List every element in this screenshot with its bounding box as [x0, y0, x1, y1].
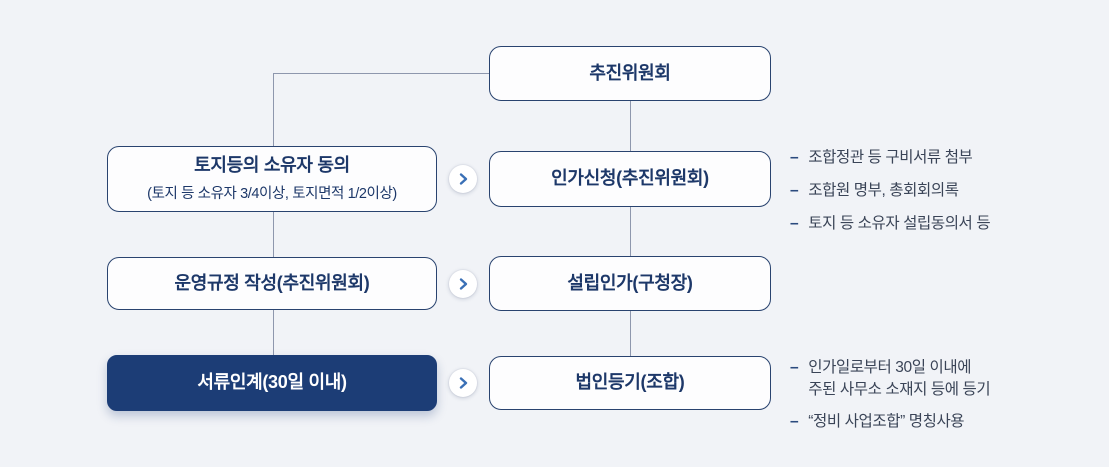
- flow-box-label: 추진위원회: [589, 62, 671, 83]
- connector-top-to-center-row1: [630, 101, 631, 151]
- step-arrow-circle: [449, 165, 477, 193]
- flow-box-label: 운영규정 작성(추진위원회): [174, 272, 370, 293]
- connector-center-row1-row2: [630, 207, 631, 256]
- flow-box-label: 설립인가(구청장): [567, 272, 693, 293]
- note-text: 조합원 명부, 총회회의록: [808, 182, 959, 199]
- note-text: 토지 등 소유자 설립동의서 등: [808, 215, 991, 232]
- connector-left-row1-row2: [273, 212, 274, 257]
- flow-box-promotion-committee: 추진위원회: [489, 46, 771, 101]
- step-arrow-circle: [449, 369, 477, 397]
- chevron-right-icon: [459, 173, 468, 185]
- flow-box-landowner-consent: 토지등의 소유자 동의 (토지 등 소유자 3/4이상, 토지면적 1/2이상): [107, 146, 437, 212]
- connector-left-column-drop: [273, 73, 274, 146]
- note-text: “정비 사업조합” 명칭사용: [808, 413, 965, 430]
- note-item: – “정비 사업조합” 명칭사용: [790, 411, 990, 433]
- flow-box-establishment-approval: 설립인가(구청장): [489, 256, 771, 311]
- flow-box-sublabel: (토지 등 소유자 3/4이상, 토지면적 1/2이상): [147, 185, 397, 202]
- flow-box-label: 서류인계(30일 이내): [197, 372, 347, 393]
- dash-bullet: –: [790, 413, 799, 430]
- note-text: 인가일로부터 30일 이내에: [808, 359, 972, 376]
- flow-box-document-handover: 서류인계(30일 이내): [107, 355, 437, 411]
- note-item: – 조합정관 등 구비서류 첨부: [790, 147, 990, 168]
- connector-center-row2-row3: [630, 311, 631, 356]
- note-item: – 인가일로부터 30일 이내에 주된 사무소 소재지 등에 등기: [790, 357, 991, 401]
- flow-box-operating-rules: 운영규정 작성(추진위원회): [107, 257, 437, 310]
- chevron-right-icon: [459, 278, 468, 290]
- dash-bullet: –: [790, 359, 799, 376]
- chevron-right-icon: [459, 377, 468, 389]
- dash-bullet: –: [790, 215, 799, 232]
- flow-box-label: 인가신청(추진위원회): [551, 168, 709, 189]
- connector-left-row2-row3: [273, 310, 274, 355]
- notes-approval-application: – 조합정관 등 구비서류 첨부 – 조합원 명부, 총회회의록 – 토지 등 …: [790, 147, 991, 234]
- flow-box-corporate-registration: 법인등기(조합): [489, 356, 771, 410]
- step-arrow-circle: [449, 270, 477, 298]
- note-text: 주된 사무소 소재지 등에 등기: [808, 381, 991, 398]
- note-item: – 토지 등 소유자 설립동의서 등: [790, 213, 991, 234]
- dash-bullet: –: [790, 182, 799, 199]
- flow-box-approval-application: 인가신청(추진위원회): [489, 151, 771, 207]
- dash-bullet: –: [790, 149, 799, 166]
- note-item: – 조합원 명부, 총회회의록: [790, 180, 990, 201]
- notes-corporate-registration: – 인가일로부터 30일 이내에 주된 사무소 소재지 등에 등기 – “정비 …: [790, 357, 991, 433]
- note-text: 조합정관 등 구비서류 첨부: [808, 149, 973, 166]
- connector-top-to-left-horizontal: [273, 73, 489, 74]
- flow-box-label: 토지등의 소유자 동의: [194, 155, 350, 176]
- flow-box-label: 법인등기(조합): [575, 372, 685, 393]
